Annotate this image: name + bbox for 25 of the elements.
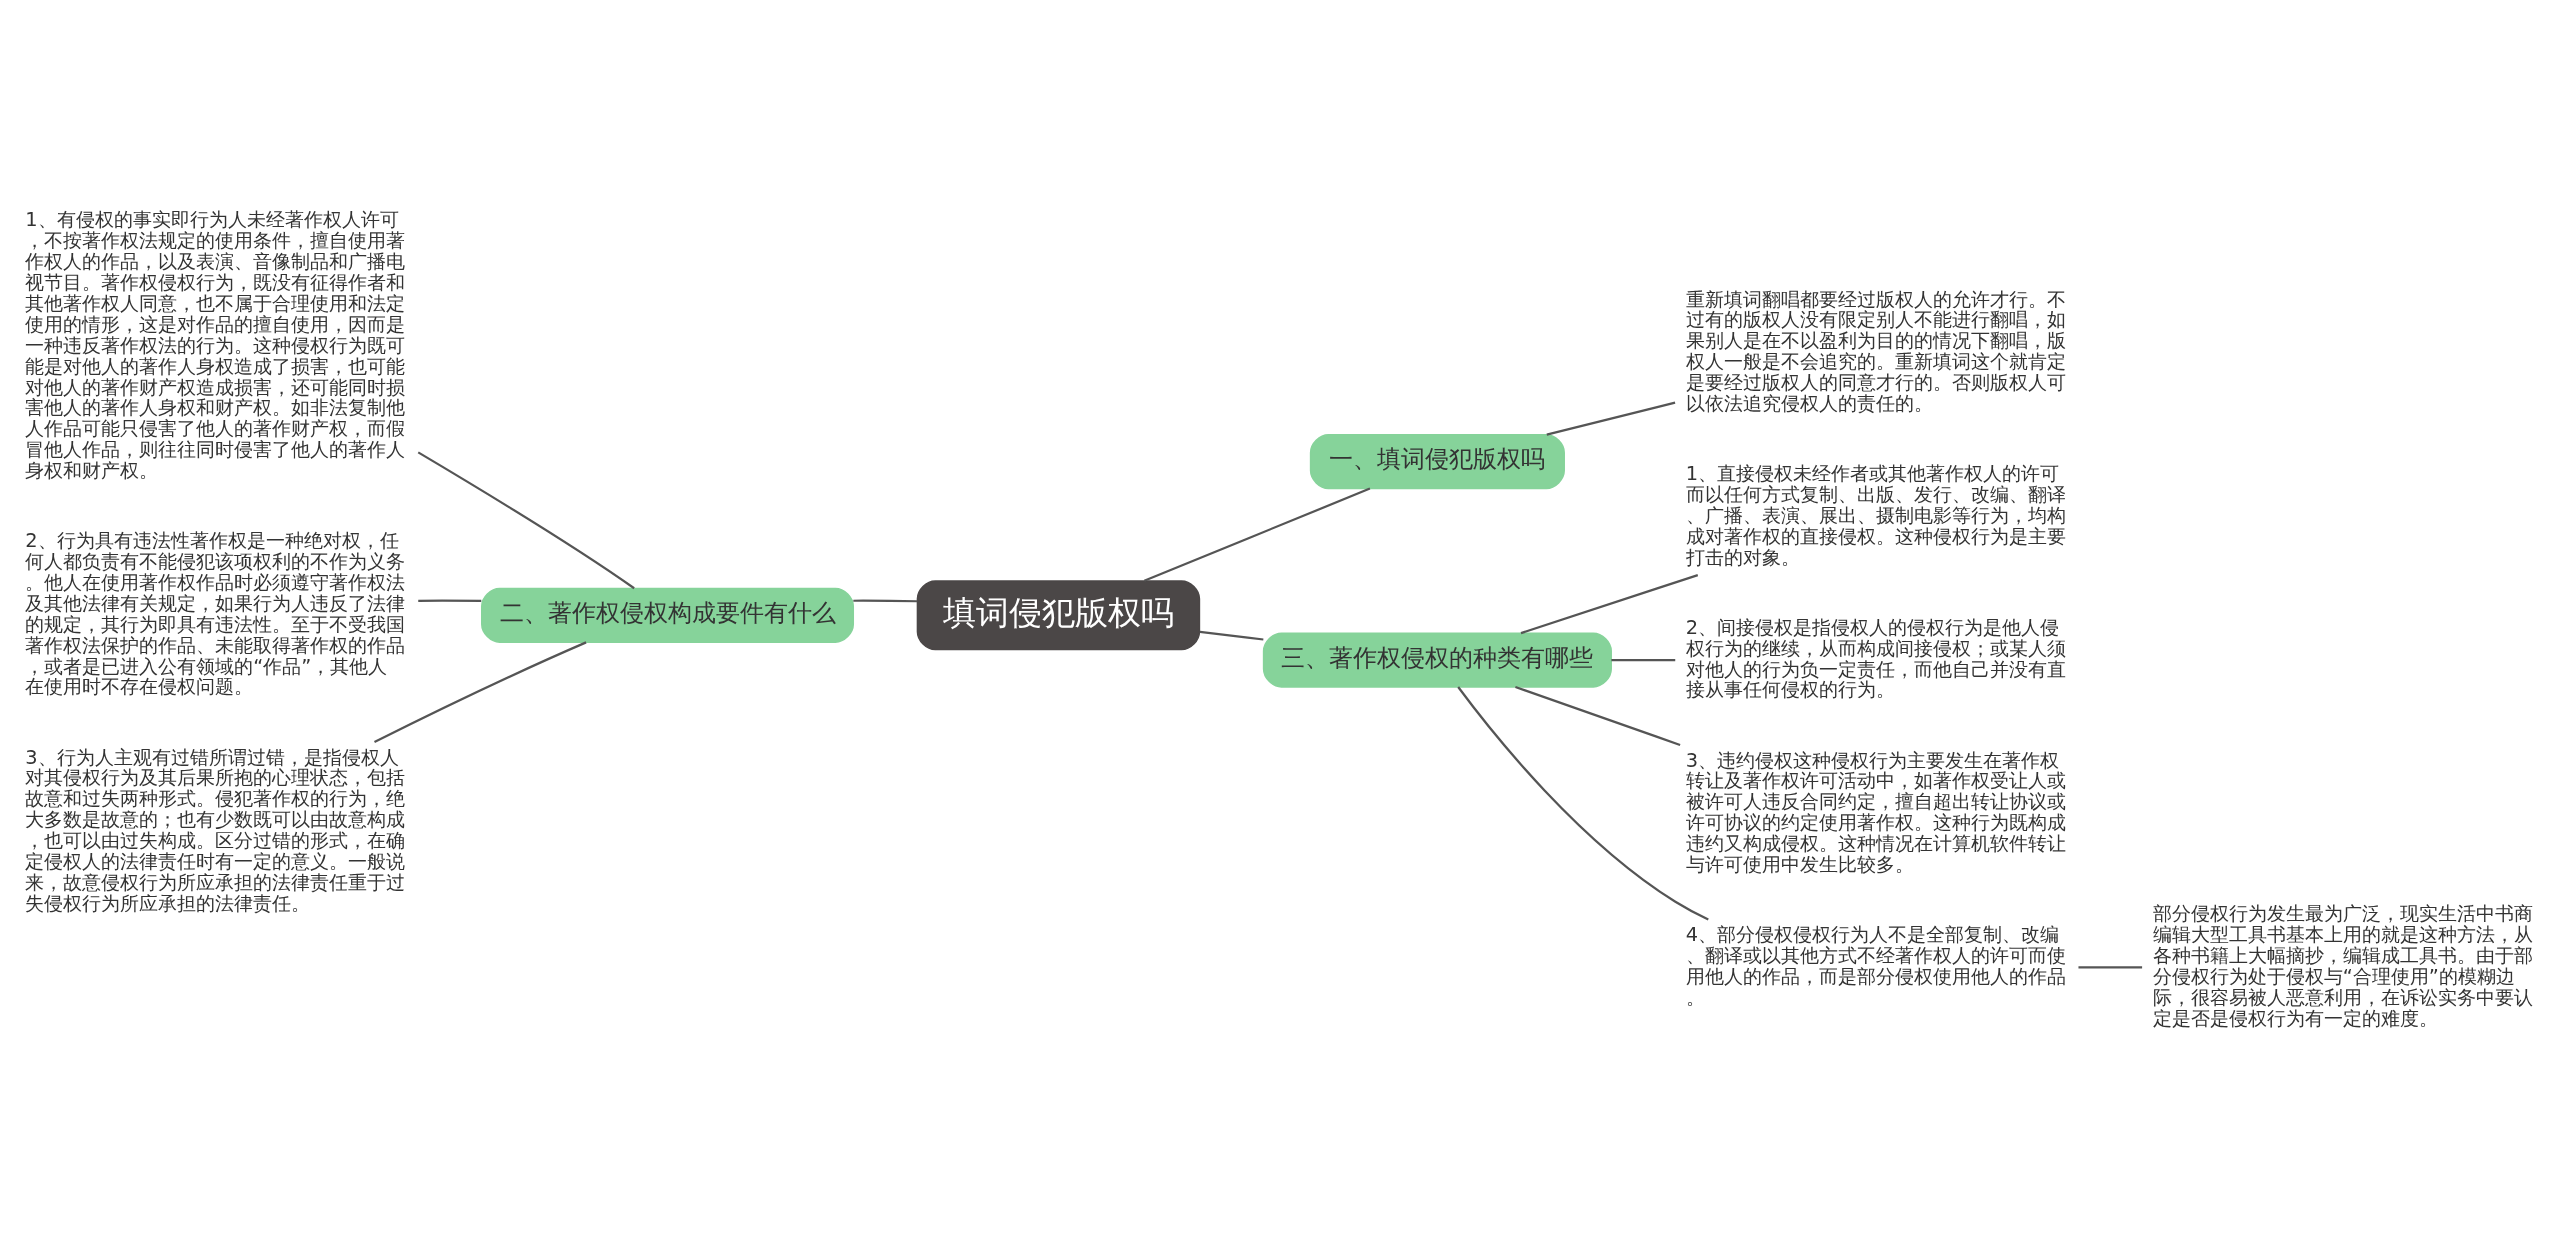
node-text: 1、有侵权的事实即行为人未经著作权人许可，不按著作权法规定的使用条件，擅自使用著作权人的作品，以及表演、音像制品和广播电视节目。著作权侵权行为，既没有征得作者和其他著作权人同意，也不属于合理使用和法定使用的情形，这是对作品的擅自使用，因而是一种违反著作权法的行为。这种侵权行为既可能是对他人的著作人身权造成了损害，也可能对他人的著作财产权造成损害，还可能同时损害他人的著作人身权和财产权。如非法复制他人作品可能只侵害了他人的著作财产权，而假冒他人作品，则往往同时侵害了他人的著作人身权和财产权。 <box>25 208 406 483</box>
connector <box>1611 658 1676 662</box>
connector <box>1457 686 1709 921</box>
node-text: 3、行为人主观有过错所谓过错，是指侵权人对其侵权行为及其后果所抱的心理状态，包括故意和过失两种形式。侵犯著作权的行为，绝大多数是故意的；也有少数既可以由故意构成，也可以由过失构成。区分过错的形式，在确定侵权人的法律责任时有一定的意义。一般说来，故意侵权行为所应承担的法律责任重于过失侵权行为所应承担的法律责任。 <box>25 745 406 915</box>
connector <box>1515 685 1681 747</box>
connector <box>374 641 587 743</box>
connector <box>853 599 918 603</box>
connector <box>1520 574 1699 635</box>
node-text: 3、违约侵权这种侵权行为主要发生在著作权转让及著作权许可活动中，如著作权受让人或被许可人违反合同约定，擅自超出转让协议或许可协议的约定使用著作权。这种行为既构成违约又构成侵权。这种情况在计算机软件转让与许可使用中发生比较多。 <box>1685 748 2066 877</box>
node-text: 2、行为具有违法性著作权是一种绝对权，任何人都负责有不能侵犯该项权利的不作为义务。他人在使用著作权作品时必须遵守著作权法及其他法律有关规定，如果行为人违反了法律的规定，其行为即具有违法性。至于不受我国著作权法保护的作品、未能取得著作权的作品，或者是已进入公有领域的“作品”，其他人在使用时不存在侵权问题。 <box>25 529 406 699</box>
connector <box>418 599 482 603</box>
connector <box>1143 487 1371 582</box>
node-box: 一、填词侵犯版权吗 <box>1309 434 1565 490</box>
node-box: 三、著作权侵权的种类有哪些 <box>1262 632 1612 688</box>
node-text: 1、直接侵权未经作者或其他著作权人的许可而以任何方式复制、出版、发行、改编、翻译、广播、表演、展出、摄制电影等行为，均构成对著作权的直接侵权。这种侵权行为是主要打击的对象。 <box>1685 462 2066 569</box>
node-text: 部分侵权行为发生最为广泛，现实生活中书商编辑大型工具书基本上用的就是这种方法，从各种书籍上大幅摘抄，编辑成工具书。由于部分侵权行为处于侵权与“合理使用”的模糊边际，很容易被人恶意利用，在诉讼实务中要认定是否是侵权行为有一定的难度。 <box>2152 902 2533 1030</box>
node-box: 填词侵犯版权吗 <box>916 580 1201 651</box>
node-text: 4、部分侵权侵权行为人不是全部复制、改编、翻译或以其他方式不经著作权人的许可而使用他人的作品，而是部分侵权使用他人的作品。 <box>1685 923 2066 1009</box>
connector <box>417 451 635 590</box>
node-text: 2、间接侵权是指侵权人的侵权行为是他人侵权行为的继续，从而构成间接侵权；或某人须对他人的行为负一定责任，而他自己并没有直接从事任何侵权的行为。 <box>1685 615 2066 702</box>
node-text: 重新填词翻唱都要经过版权人的允许才行。不过有的版权人没有限定别人不能进行翻唱，如果别人是在不以盈利为目的的情况下翻唱，版权人一般是不会追究的。重新填词这个就肯定是要经过版权人的同意才行的。否则版权人可以依法追究侵权人的责任的。 <box>1685 287 2066 415</box>
connector <box>1199 630 1264 641</box>
connector <box>1546 401 1676 436</box>
connector <box>2078 966 2143 969</box>
node-box: 二、著作权侵权构成要件有什么 <box>481 587 855 643</box>
